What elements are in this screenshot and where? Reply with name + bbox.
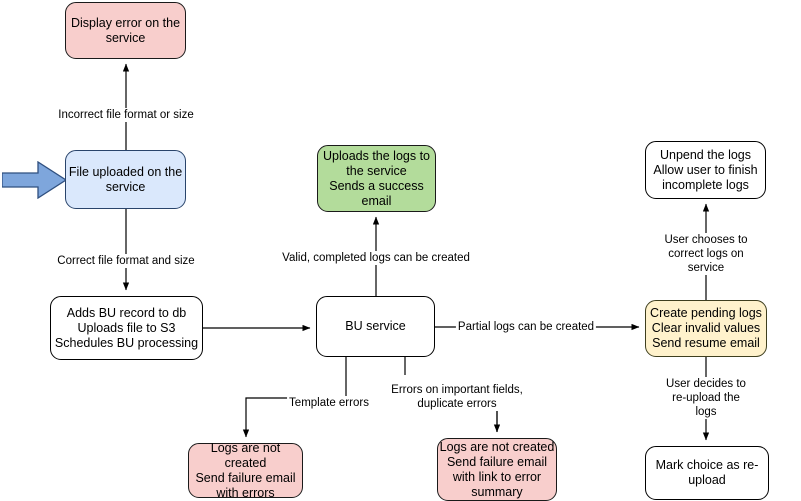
edge-label-correct-file-format: Correct file format and size <box>55 254 197 268</box>
node-bu-service[interactable]: BU service <box>316 296 435 357</box>
node-create-pending-logs[interactable]: Create pending logs Clear invalid values… <box>645 300 767 357</box>
node-unpend-logs[interactable]: Unpend the logs Allow user to finish inc… <box>645 141 766 199</box>
edge-label-valid-completed-logs: Valid, completed logs can be created <box>280 251 472 265</box>
node-logs-not-created-error-summary[interactable]: Logs are not created Send failure email … <box>437 438 557 501</box>
external-entry-arrow <box>2 161 68 199</box>
edge-label-template-errors: Template errors <box>287 396 371 410</box>
edge-label-partial-logs: Partial logs can be created <box>455 320 597 334</box>
node-mark-choice-as-reupload[interactable]: Mark choice as re- upload <box>645 446 769 500</box>
node-uploads-logs-success[interactable]: Uploads the logs to the service Sends a … <box>317 145 436 212</box>
node-display-error[interactable]: Display error on the service <box>65 2 186 59</box>
node-file-uploaded-on-service[interactable]: File uploaded on the service <box>65 150 186 209</box>
edge-label-incorrect-file-format: Incorrect file format or size <box>56 108 196 122</box>
edge-label-user-reupload: User decides to re-upload the logs <box>658 377 754 419</box>
edge-label-errors-important-fields: Errors on important fields, duplicate er… <box>389 383 525 411</box>
node-adds-bu-record[interactable]: Adds BU record to db Uploads file to S3 … <box>50 296 203 360</box>
edge-label-user-corrects-logs: User chooses to correct logs on service <box>658 233 754 275</box>
node-logs-not-created-template-errors[interactable]: Logs are not created Send failure email … <box>188 441 303 500</box>
